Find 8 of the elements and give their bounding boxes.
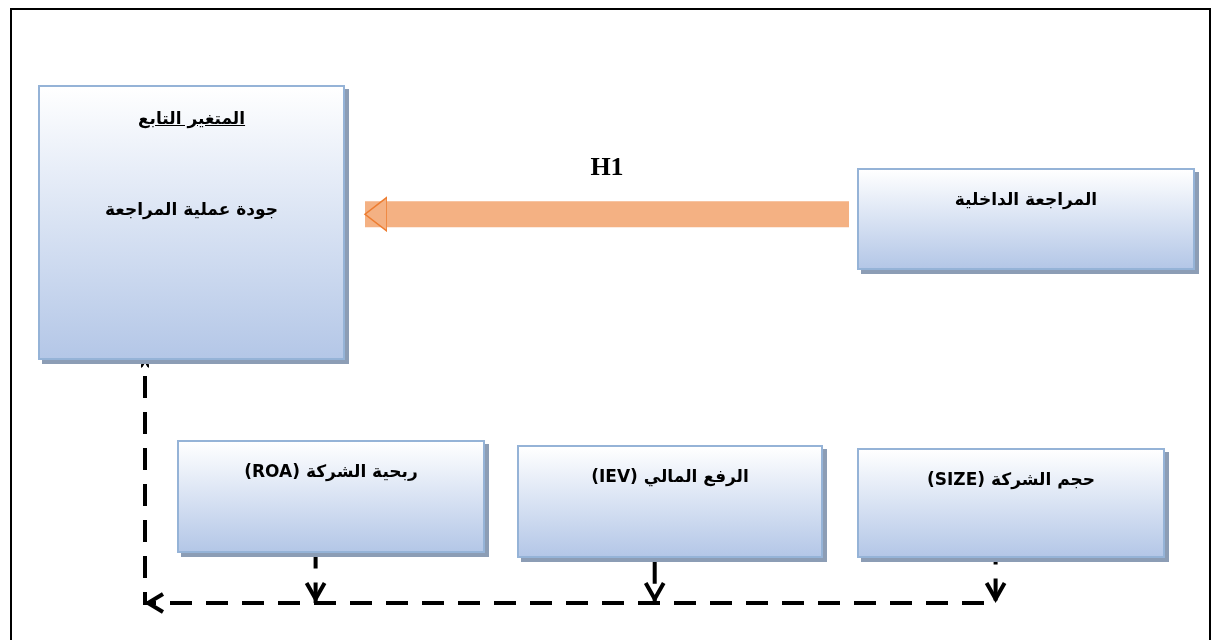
box-text: المراجعة الداخلية (954, 188, 1098, 212)
box-text: جودة عملية المراجعة (105, 198, 278, 222)
box-heading: المتغير التابع (137, 107, 246, 131)
box-text: الرفع المالي (IEV) (591, 465, 749, 489)
box-text: حجم الشركة (SIZE) (927, 468, 1095, 492)
arrow (364, 196, 849, 232)
box-text: ربحية الشركة (ROA) (244, 460, 418, 484)
edge-label: H1 (590, 154, 624, 181)
